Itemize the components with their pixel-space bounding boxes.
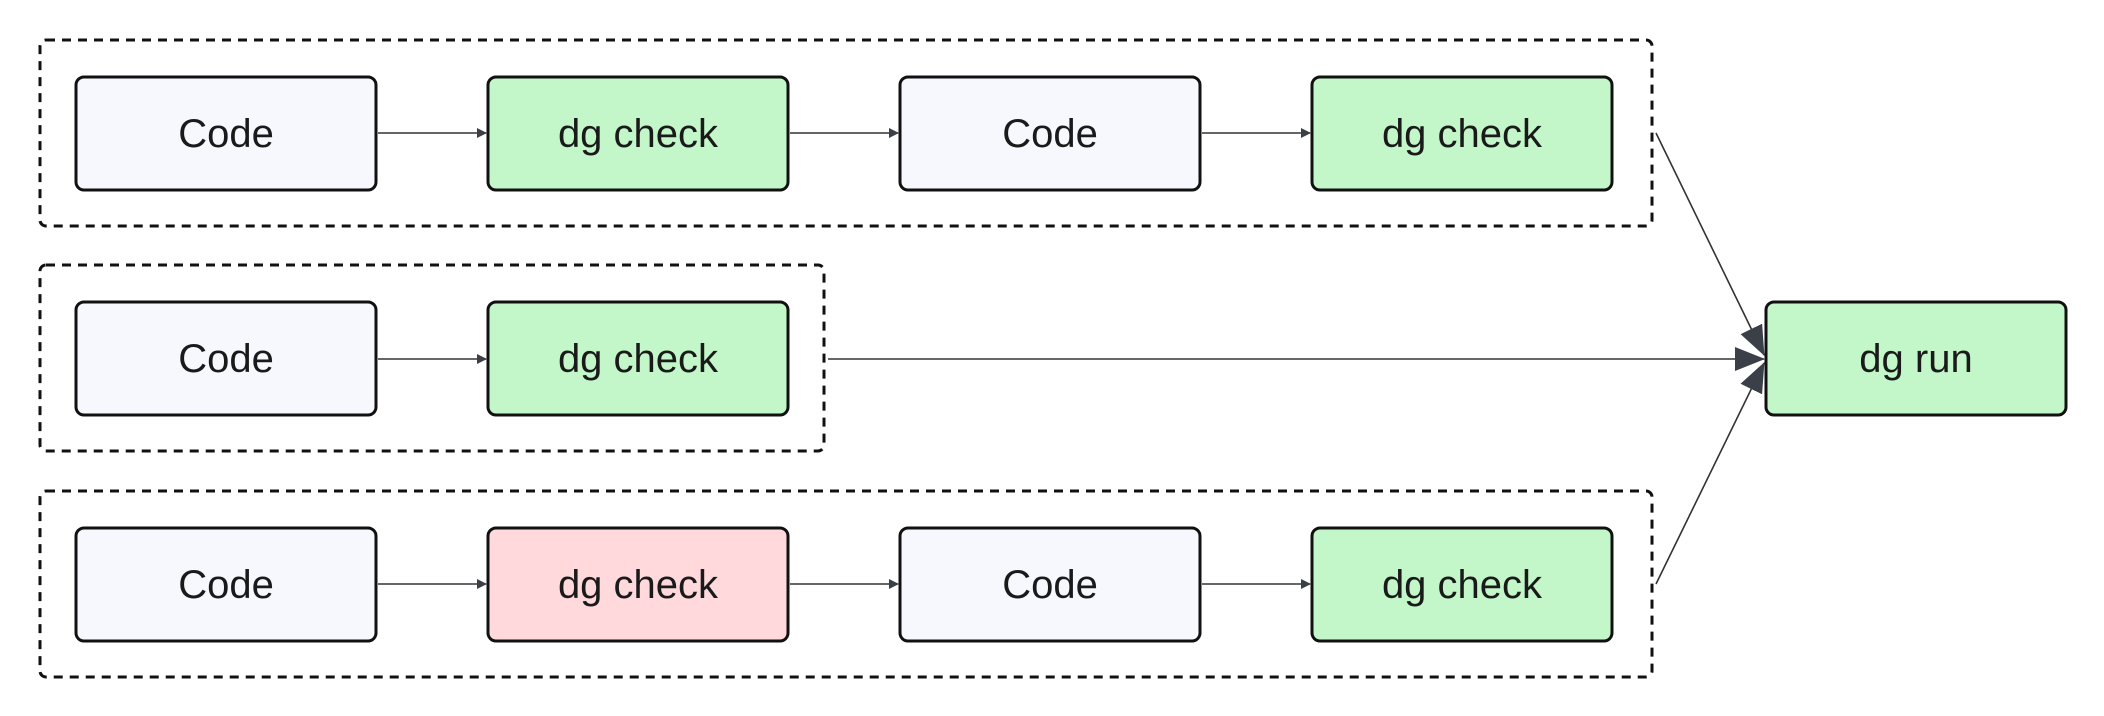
node-label: dg check xyxy=(558,337,719,381)
edge-group-3-to-run xyxy=(1655,362,1765,585)
code-node: Code xyxy=(898,75,1202,192)
node-label: dg check xyxy=(1382,563,1543,607)
code-node: Code xyxy=(898,526,1202,643)
group-frame xyxy=(38,263,826,453)
node-label: Code xyxy=(1002,112,1098,156)
pipeline-group-2: Code dg check xyxy=(38,263,826,453)
node-label: dg check xyxy=(558,563,719,607)
node-label: Code xyxy=(178,337,274,381)
code-node: Code xyxy=(74,75,378,192)
node-label: dg run xyxy=(1859,337,1972,381)
group-frame xyxy=(38,38,1654,228)
pipeline-group-3: Code dg check Code dg check xyxy=(38,489,1654,679)
node-label: dg check xyxy=(558,112,719,156)
dg-check-node: dg check xyxy=(486,526,790,643)
dg-check-node: dg check xyxy=(486,300,790,417)
node-label: Code xyxy=(178,563,274,607)
node-label: dg check xyxy=(1382,112,1543,156)
code-node: Code xyxy=(74,300,378,417)
dg-check-node: dg check xyxy=(486,75,790,192)
dg-run-node: dg run xyxy=(1764,300,2068,417)
node-label: Code xyxy=(1002,563,1098,607)
edge-group-1-to-run xyxy=(1655,132,1765,356)
dg-check-node: dg check xyxy=(1310,526,1614,643)
group-frame xyxy=(38,489,1654,679)
pipeline-group-1: Code dg check Code dg check xyxy=(38,38,1654,228)
dg-check-node: dg check xyxy=(1310,75,1614,192)
node-label: Code xyxy=(178,112,274,156)
code-node: Code xyxy=(74,526,378,643)
